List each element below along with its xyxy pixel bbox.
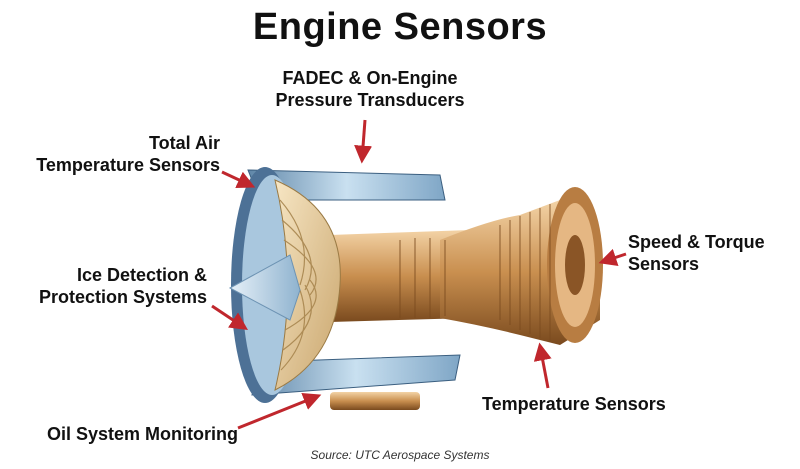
spinner-cone (228, 254, 301, 321)
label-temperature-sensors: Temperature Sensors (482, 394, 666, 414)
arrow-speed-torque (598, 248, 627, 266)
turbine-section (399, 187, 603, 343)
label-total-air-temperature: Total Air Temperature Sensors (36, 133, 220, 175)
label-ice-detection: Ice Detection & Protection Systems (38, 265, 207, 307)
arrow-ice-detection (211, 304, 248, 330)
arrow-temperature (533, 342, 552, 389)
arrow-total-air (221, 170, 256, 189)
arrow-fadec (354, 119, 373, 164)
label-speed-torque: Speed & Torque Sensors (628, 232, 765, 274)
label-fadec: FADEC & On-Engine Pressure Transducers (275, 68, 465, 110)
label-oil-system: Oil System Monitoring (47, 424, 239, 444)
source-caption: Source: UTC Aerospace Systems (310, 448, 490, 462)
accessory-gearbox (330, 392, 420, 410)
diagram-title: Engine Sensors (252, 6, 548, 48)
arrow-oil-system (237, 392, 322, 430)
